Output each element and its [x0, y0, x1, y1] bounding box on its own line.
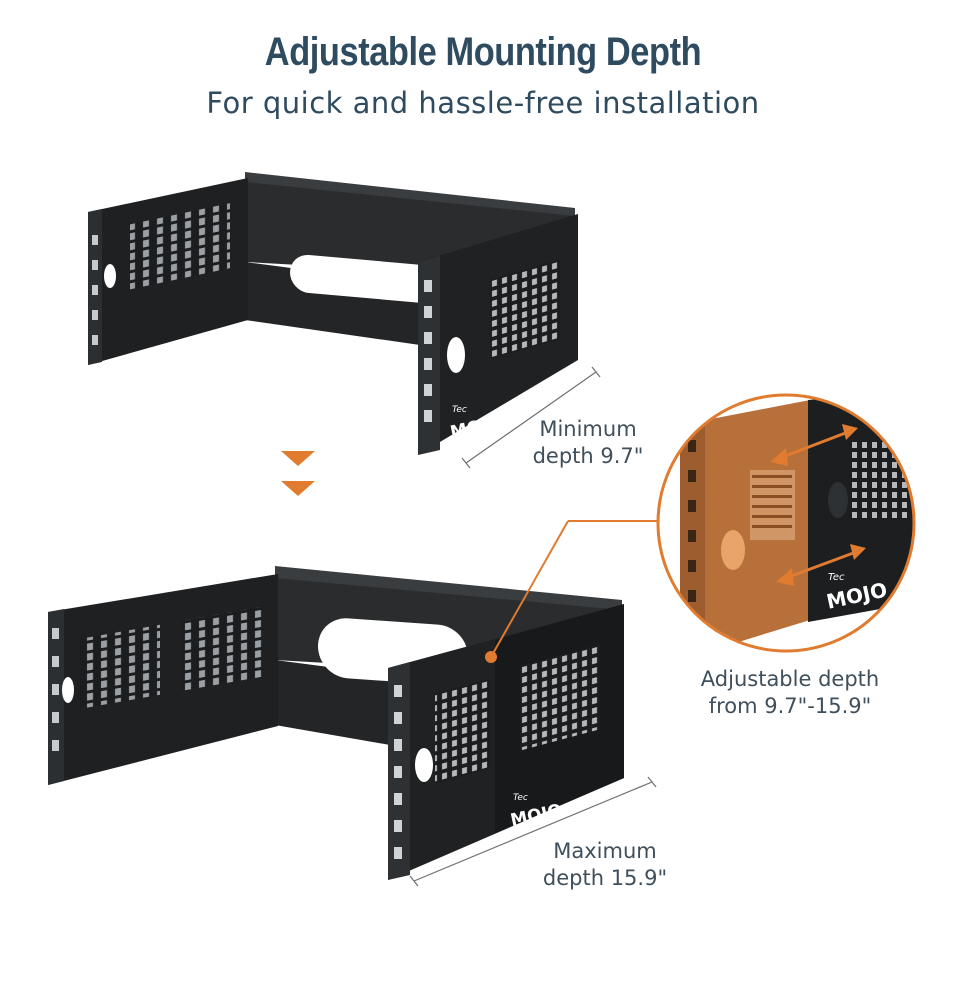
down-arrow-icon: [281, 481, 315, 496]
top-rack: Tec MOJO: [88, 172, 601, 469]
minimum-depth-label-line2: depth 9.7": [532, 444, 644, 468]
adjustable-depth-label-line2: from 9.7"-15.9": [708, 694, 872, 718]
maximum-depth-label-line1: Maximum: [553, 839, 657, 863]
svg-text:Tec: Tec: [513, 793, 528, 803]
page-title: Adjustable Mounting Depth: [264, 30, 702, 74]
bottom-depth-dimension-line: [413, 781, 653, 882]
maximum-depth-label-line2: depth 15.9": [542, 866, 668, 890]
minimum-depth-label: Minimum depth 9.7": [518, 416, 658, 470]
svg-text:Tec: Tec: [452, 405, 467, 415]
adjustable-depth-label: Adjustable depth from 9.7"-15.9": [680, 666, 900, 720]
down-arrow-icon: [281, 451, 315, 466]
top-depth-dimension-line: [465, 371, 597, 464]
svg-text:Tec: Tec: [828, 572, 845, 583]
minimum-depth-label-line1: Minimum: [539, 417, 637, 441]
adjustable-depth-label-line1: Adjustable depth: [700, 667, 880, 691]
bottom-rack: Tec MOJO: [48, 566, 657, 887]
callout-magnifier: Tec MOJO: [656, 393, 916, 653]
callout-leader-line: [490, 520, 660, 658]
transition-arrows: [281, 451, 315, 496]
maximum-depth-label: Maximum depth 15.9": [530, 838, 680, 892]
page-subtitle: For quick and hassle-free installation: [206, 86, 760, 120]
